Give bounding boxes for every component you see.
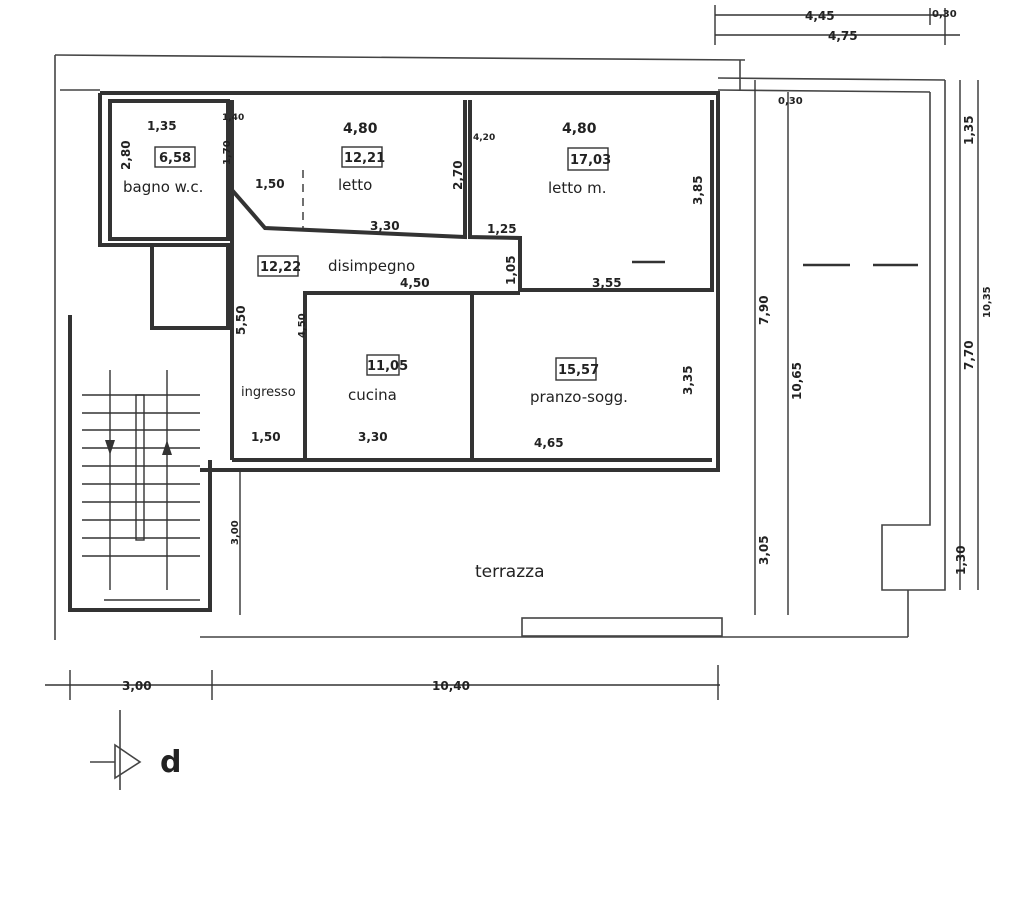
- dim-label: 2,70: [451, 160, 465, 190]
- room-cucina: 11,05 cucina: [348, 354, 408, 404]
- room-name: cucina: [348, 386, 397, 404]
- dim-label: 3,30: [370, 219, 400, 233]
- dim-label: 3,00: [122, 679, 152, 693]
- room-letto: 12,21 letto: [338, 146, 385, 194]
- dim-label: 4,75: [828, 29, 858, 43]
- room-name: pranzo-sogg.: [530, 388, 628, 406]
- room-area: 17,03: [570, 153, 611, 168]
- dim-label: 4,20: [473, 133, 495, 143]
- room-area: 12,21: [344, 151, 385, 166]
- dim-label: 4,45: [805, 9, 835, 23]
- dimension-labels: 4,45 0,30 4,75 0,30 1,35 2,80 4,80 1,40 …: [119, 9, 993, 693]
- dim-label: 1,05: [504, 255, 518, 285]
- dim-label: 7,70: [962, 340, 976, 370]
- room-name: letto: [338, 176, 372, 194]
- room-area: 12,22: [260, 260, 301, 275]
- dim-label: 10,35: [982, 286, 993, 318]
- axis-marks: [302, 170, 918, 267]
- dim-label: 3,05: [757, 535, 771, 565]
- dim-label: 4,65: [534, 436, 564, 450]
- room-letto-m: 17,03 letto m.: [548, 147, 611, 197]
- dim-label: 1,35: [962, 115, 976, 145]
- room-area: 15,57: [558, 363, 599, 378]
- dim-label: 3,55: [592, 276, 622, 290]
- section-label: d: [160, 745, 181, 780]
- dim-label: 1,40: [222, 113, 244, 123]
- dim-label: 3,85: [691, 175, 705, 205]
- building-outline: [54, 54, 946, 640]
- dim-label: 0,30: [932, 9, 957, 20]
- dim-label: 1,30: [954, 545, 968, 575]
- dim-label: 4,50: [297, 313, 308, 338]
- staircase: [82, 370, 200, 590]
- room-pranzo: 15,57 pranzo-sogg.: [530, 357, 628, 406]
- room-bagno: 6,58 bagno w.c.: [123, 146, 203, 196]
- dim-label: 1,35: [147, 119, 177, 133]
- dim-label: 7,90: [757, 295, 771, 325]
- dim-label: 1,50: [255, 177, 285, 191]
- room-area: 6,58: [159, 151, 191, 166]
- dim-label: 3,00: [230, 520, 241, 545]
- dim-label: 4,50: [400, 276, 430, 290]
- room-area: 11,05: [367, 359, 408, 374]
- dim-label: 2,80: [119, 140, 133, 170]
- dim-label: 4,80: [343, 121, 378, 137]
- room-ingresso: ingresso: [241, 385, 296, 400]
- room-terrazza: terrazza: [475, 562, 545, 582]
- dim-label: 1,50: [251, 430, 281, 444]
- top-dimension-lines: [714, 5, 960, 45]
- vertical-dimension-lines: [45, 80, 979, 700]
- dim-label: 5,50: [234, 305, 248, 335]
- room-name: letto m.: [548, 179, 606, 197]
- section-marker: d: [90, 710, 181, 790]
- dim-label: 3,35: [681, 365, 695, 395]
- dim-label: 10,65: [790, 362, 804, 400]
- dim-label: 1,70: [222, 140, 233, 165]
- dim-label: 10,40: [432, 679, 470, 693]
- room-disimpegno: 12,22 disimpegno: [257, 255, 415, 277]
- walls: [68, 91, 720, 612]
- dim-label: 4,80: [562, 121, 597, 137]
- room-name: bagno w.c.: [123, 178, 203, 196]
- dim-label: 1,25: [487, 222, 517, 236]
- dim-label: 0,30: [778, 96, 803, 107]
- dim-label: 3,30: [358, 430, 388, 444]
- room-name: disimpegno: [328, 257, 415, 275]
